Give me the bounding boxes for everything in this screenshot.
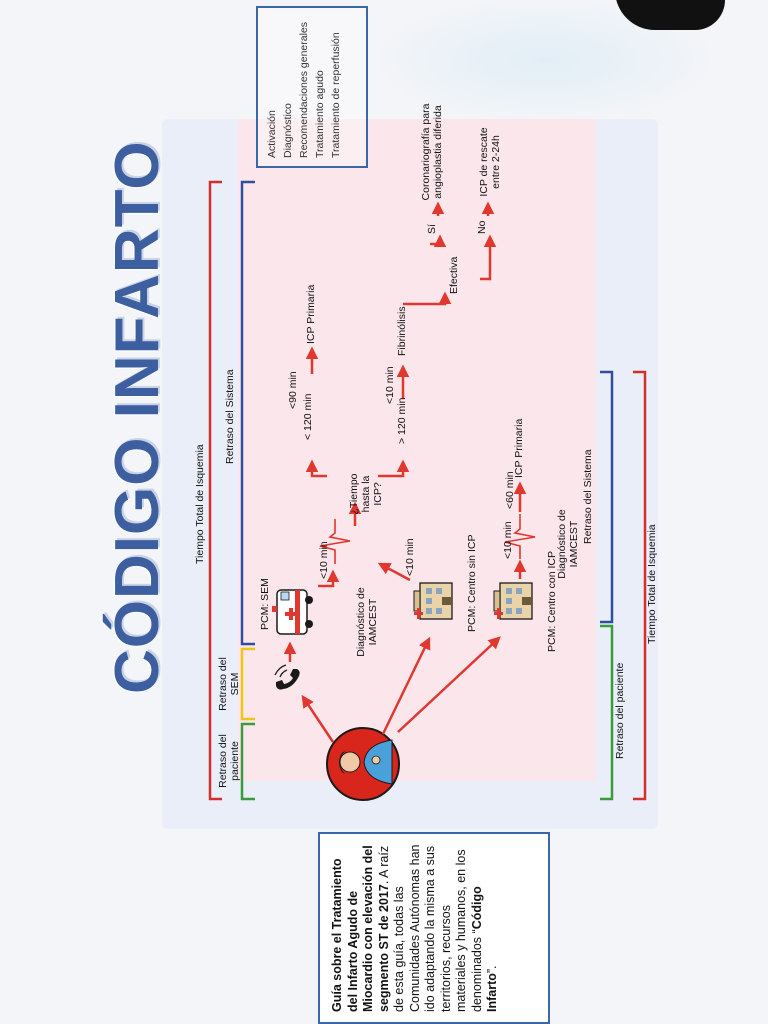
bracket-retraso-paciente-top [240,722,255,801]
label-retraso-sistema-bottom: Retraso del Sistema [582,449,594,544]
label-lt10-fib: <10 min [384,366,396,404]
bracket-tiempo-total-bottom [633,370,647,801]
label-tiempo-hasta-icp: ¿Tiempo hasta la ICP? [348,473,384,515]
phone-icon [274,664,300,690]
label-no: No [476,220,488,234]
label-icp-primaria-2: ICP Primaria [513,418,525,478]
label-lt90: <90 min [287,371,299,409]
label-retraso-sem: Retraso del SEM [217,657,241,711]
label-diagnostico-1: Diagnóstico de IAMCEST [355,587,379,657]
ambulance-icon [272,589,313,635]
bracket-retraso-paciente-bottom [600,624,614,801]
label-lt10-sin: <10 min [404,538,416,576]
label-tiempo-total-bottom: Tiempo Total de Isquemia [646,524,658,644]
bracket-tiempo-total-top [208,180,222,801]
label-coronariografia: Coronariografía para angioplastia diferi… [420,103,444,201]
hospital-icon-sin-icp [413,582,453,620]
label-fibrinolisis: Fibrinólisis [396,306,408,356]
label-pcm-sem: PCM: SEM [259,578,271,630]
bracket-retraso-sem [240,647,255,721]
label-icp-primaria-1: ICP Primaria [305,284,317,344]
label-gt120: > 120 min [396,397,408,444]
label-retraso-sistema-top: Retraso del Sistema [224,369,236,464]
bracket-retraso-sistema-top [240,180,255,646]
label-lt10-con: <10 min [502,521,514,559]
label-icp-rescate: ICP de rescate entre 2-24h [478,127,502,197]
label-efectiva: Efectiva [448,256,460,294]
label-lt120: < 120 min [302,393,314,440]
label-diagnostico-2: Diagnóstico de IAMCEST [556,509,580,579]
bracket-retraso-sistema-bottom [600,370,614,624]
label-tiempo-total-top: Tiempo Total de Isquemia [194,444,206,564]
ecg-icon-1 [319,519,351,564]
patient-icon [326,727,400,801]
flow-arrows [283,201,527,743]
label-retraso-paciente-bottom: Retraso del paciente [614,662,626,759]
label-si: Sí [426,224,438,234]
hospital-icon-con-icp [493,582,533,620]
label-lt10-sem: <10 min [318,541,330,579]
ecg-icon-2 [504,514,536,559]
label-pcm-sin-icp: PCM: Centro sin ICP [466,534,478,632]
label-retraso-paciente-top: Retraso del paciente [217,734,241,788]
